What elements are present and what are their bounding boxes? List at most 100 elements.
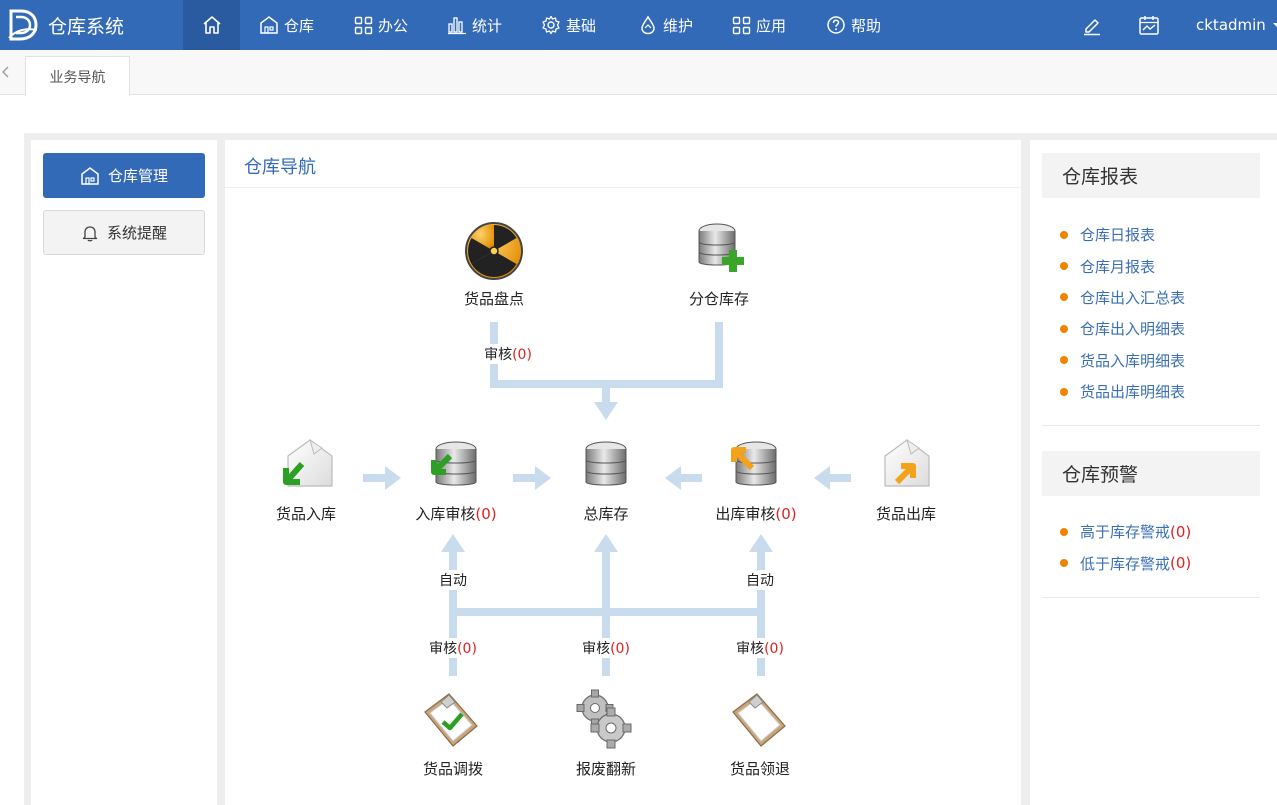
total-stock-icon[interactable] — [585, 441, 627, 486]
check-audit-link[interactable]: 审核(0) — [483, 344, 533, 364]
out-audit-link[interactable]: 出库审核(0) — [715, 503, 796, 524]
arrow-down — [594, 402, 618, 420]
out-audit-icon[interactable] — [731, 441, 777, 486]
inventory-check-icon[interactable] — [465, 222, 523, 280]
bullet-dot — [1060, 387, 1068, 396]
warehouse-management-button[interactable]: 仓库管理 — [43, 153, 205, 198]
in-auto-label: 自动 — [438, 570, 468, 590]
transfer-audit-link[interactable]: 审核(0) — [428, 638, 478, 658]
inventory-check-label[interactable]: 货品盘点 — [463, 290, 525, 308]
check-audit-count: (0) — [512, 347, 532, 363]
goods-in-icon[interactable] — [283, 438, 333, 487]
tab-bar: 业务导航 — [0, 50, 1277, 96]
bar-chart-icon — [448, 17, 466, 35]
alerts-heading: 仓库预警 — [1042, 451, 1260, 496]
flow-connectors — [283, 222, 930, 749]
report-detail-link[interactable]: 仓库出入明细表 — [1060, 313, 1185, 344]
nav-office[interactable]: 办公 — [354, 0, 408, 50]
nav-help[interactable]: 帮助 — [826, 0, 881, 50]
report-out-detail-label: 货品出库明细表 — [1080, 383, 1186, 402]
alert-above-label: 高于库存警戒 — [1080, 523, 1171, 542]
gear-icon — [542, 15, 560, 35]
nav-home[interactable] — [183, 0, 240, 50]
report-in-detail-link[interactable]: 货品入库明细表 — [1060, 345, 1185, 376]
nav-basic-label: 基础 — [566, 16, 597, 35]
scrap-gears-icon[interactable] — [576, 689, 632, 749]
scrap-audit-link[interactable]: 审核(0) — [581, 638, 631, 658]
bullet-dot — [1060, 527, 1068, 536]
arrow-out-audit-to-total — [665, 466, 702, 490]
reports-list: 仓库日报表 仓库月报表 仓库出入汇总表 仓库出入明细表 货品入库明细表 货品出库… — [1060, 219, 1185, 407]
alert-below-link[interactable]: 低于库存警戒(0) — [1060, 547, 1191, 578]
return-clipboard-icon[interactable] — [732, 693, 786, 747]
nav-apps-label: 应用 — [756, 16, 787, 35]
transfer-audit-count: (0) — [457, 641, 477, 657]
bullet-dot — [1060, 262, 1068, 271]
alert-below-count: (0) — [1170, 554, 1192, 573]
report-monthly-label: 仓库月报表 — [1080, 257, 1156, 276]
edit-icon[interactable] — [1081, 14, 1103, 36]
report-summary-link[interactable]: 仓库出入汇总表 — [1060, 282, 1185, 313]
goods-in-label[interactable]: 货品入库 — [275, 505, 337, 523]
return-label[interactable]: 货品领退 — [729, 760, 791, 778]
total-stock-label[interactable]: 总库存 — [583, 505, 629, 523]
report-daily-link[interactable]: 仓库日报表 — [1060, 219, 1185, 250]
bullet-dot — [1060, 356, 1068, 365]
alert-above-link[interactable]: 高于库存警戒(0) — [1060, 516, 1191, 547]
sub-stock-icon[interactable] — [698, 223, 744, 272]
alert-above-count: (0) — [1170, 522, 1192, 541]
drop-icon — [641, 15, 655, 35]
bullet-dot — [1060, 293, 1068, 302]
nav-warehouse[interactable]: 仓库 — [259, 0, 314, 50]
user-menu[interactable]: cktadmin — [1196, 0, 1277, 50]
arrow-up-in-audit — [441, 534, 465, 552]
return-audit-link[interactable]: 审核(0) — [735, 638, 785, 658]
out-auto-label: 自动 — [745, 570, 775, 590]
check-audit-text: 审核 — [484, 347, 513, 363]
scrap-label[interactable]: 报废翻新 — [575, 760, 637, 778]
nav-basic[interactable]: 基础 — [541, 0, 596, 50]
bullet-dot — [1060, 559, 1068, 568]
bullet-dot — [1060, 324, 1068, 333]
transfer-icon[interactable] — [424, 693, 478, 747]
report-monthly-link[interactable]: 仓库月报表 — [1060, 250, 1185, 281]
sub-stock-label[interactable]: 分仓库存 — [688, 290, 750, 308]
transfer-audit-text: 审核 — [429, 641, 458, 657]
in-audit-count: (0) — [475, 505, 497, 523]
brand[interactable]: 仓库系统 — [0, 0, 183, 50]
system-reminder-button[interactable]: 系统提醒 — [43, 210, 205, 255]
warehouse-icon — [260, 16, 278, 34]
reports-heading: 仓库报表 — [1042, 153, 1260, 198]
in-audit-label: 入库审核 — [415, 505, 476, 523]
nav-warehouse-label: 仓库 — [284, 16, 315, 35]
grid-icon — [732, 16, 751, 34]
page-title: 仓库导航 — [244, 157, 316, 178]
report-out-detail-link[interactable]: 货品出库明细表 — [1060, 376, 1185, 407]
out-audit-count: (0) — [775, 505, 797, 523]
transfer-label[interactable]: 货品调拨 — [422, 760, 484, 778]
in-audit-link[interactable]: 入库审核(0) — [415, 503, 496, 524]
in-audit-icon[interactable] — [431, 441, 477, 486]
arrow-audit-to-total — [513, 466, 551, 490]
nav-statistics[interactable]: 统计 — [447, 0, 502, 50]
alerts-list: 高于库存警戒(0) 低于库存警戒(0) — [1060, 516, 1191, 579]
user-name: cktadmin — [1196, 16, 1266, 34]
chevron-left-icon[interactable] — [0, 62, 12, 82]
calendar-icon[interactable] — [1138, 14, 1160, 36]
nav-maintenance-label: 维护 — [663, 16, 694, 35]
top-navigation-bar: 仓库系统 仓库 办公 统计 — [0, 0, 1277, 50]
grid-icon — [354, 16, 373, 34]
goods-out-label[interactable]: 货品出库 — [875, 505, 937, 523]
bell-icon — [82, 225, 98, 241]
return-audit-text: 审核 — [736, 641, 765, 657]
nav-apps[interactable]: 应用 — [732, 0, 786, 50]
nav-help-label: 帮助 — [851, 16, 882, 35]
arrow-up-out-audit — [749, 534, 773, 552]
out-audit-label: 出库审核 — [715, 505, 776, 523]
goods-out-icon[interactable] — [884, 438, 930, 487]
nav-maintenance[interactable]: 维护 — [638, 0, 693, 50]
tab-business-navigation[interactable]: 业务导航 — [25, 56, 130, 96]
alert-below-label: 低于库存警戒 — [1080, 554, 1171, 573]
reports-divider — [1042, 425, 1260, 426]
alerts-divider — [1042, 597, 1260, 598]
